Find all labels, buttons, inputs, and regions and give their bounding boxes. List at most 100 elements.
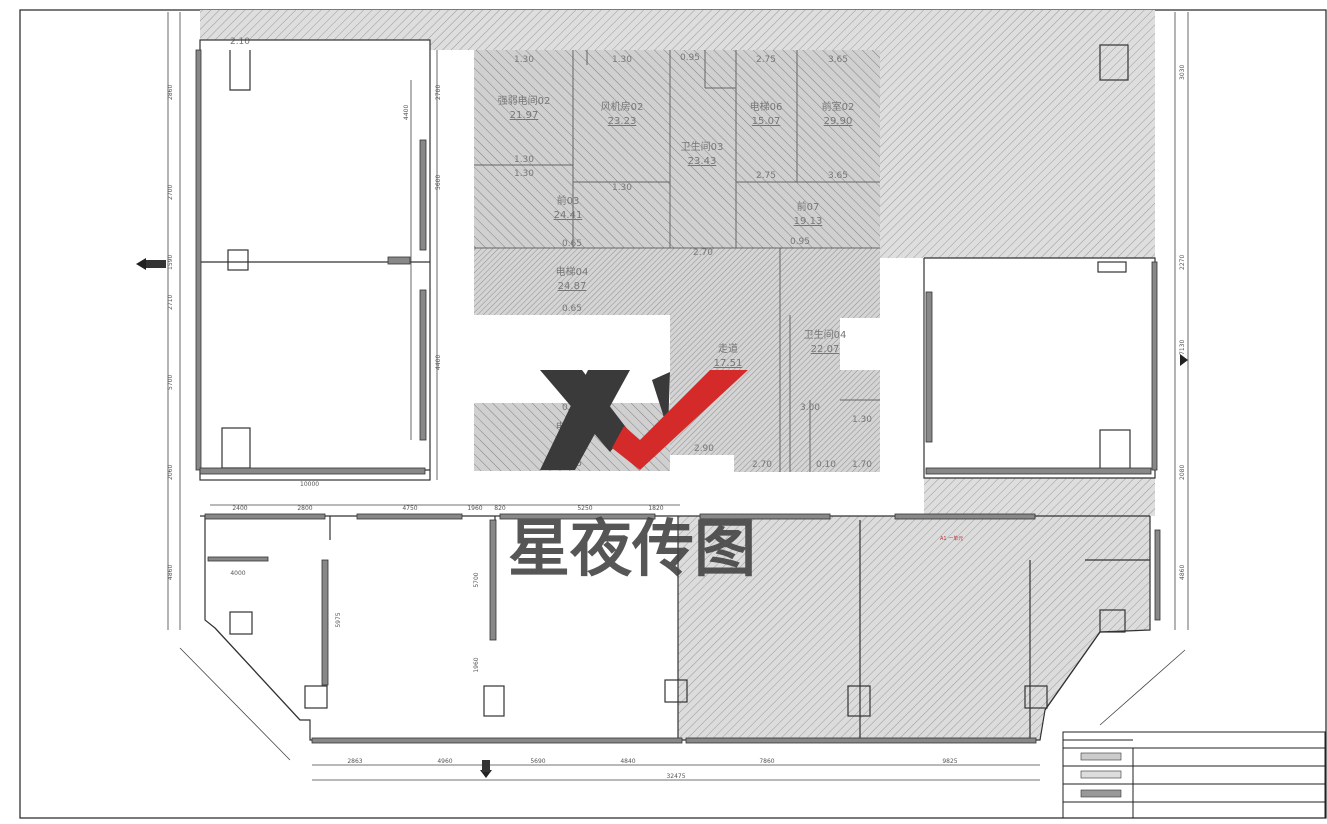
dim-label: 2800 bbox=[297, 505, 312, 512]
dim-label: 2080 bbox=[1179, 465, 1186, 480]
room-name: 卫生间04 bbox=[804, 328, 847, 341]
dim-label: 1820 bbox=[648, 505, 663, 512]
core-block bbox=[474, 50, 880, 472]
dim-label: 2400 bbox=[232, 505, 247, 512]
dim-label: 5700 bbox=[167, 375, 174, 390]
dim-label: 4960 bbox=[437, 758, 452, 765]
room-name: 卫生间03 bbox=[681, 140, 724, 153]
dim-label: 5690 bbox=[530, 758, 545, 765]
room-area: 24.41 bbox=[554, 210, 583, 221]
room-area: 22.07 bbox=[811, 344, 840, 355]
dim-label: 2060 bbox=[167, 465, 174, 480]
annotation-label: A1 一单元 bbox=[940, 535, 963, 542]
room-name: 电梯04 bbox=[556, 265, 589, 278]
room-dim: 1.30 bbox=[612, 55, 632, 65]
lower-right-hatch bbox=[678, 516, 1150, 740]
dim-label: 5975 bbox=[335, 612, 342, 627]
misc-label: 2.70 bbox=[693, 248, 713, 258]
right-dim-lines bbox=[1174, 12, 1189, 630]
dim-label: 7860 bbox=[759, 758, 774, 765]
left-dim-labels: 2860 2700 1590 2710 5700 2060 4860 2700 … bbox=[167, 85, 442, 580]
public-zone-hatch bbox=[200, 10, 1155, 516]
room-dim: 1.30 bbox=[612, 183, 632, 193]
room-name: 电梯06 bbox=[750, 100, 783, 113]
room-area: 24.87 bbox=[558, 281, 587, 292]
dim-label: 5600 bbox=[435, 175, 442, 190]
dim-label: 1960 bbox=[467, 505, 482, 512]
dim-label: 3030 bbox=[1179, 65, 1186, 80]
dim-label: 32475 bbox=[666, 773, 685, 780]
dim-label: 4840 bbox=[620, 758, 635, 765]
misc-label: 2.10 bbox=[230, 37, 250, 47]
right-dim-labels: 3030 2270 7130 2080 4860 bbox=[1179, 65, 1186, 580]
room-dim: 2.75 bbox=[756, 171, 776, 181]
room-labels: 强弱电间02 21.97 1.30 1.30 风机房02 23.23 1.30 … bbox=[230, 37, 872, 470]
room-dim: 1.30 bbox=[514, 155, 534, 165]
dim-label: 5250 bbox=[577, 505, 592, 512]
misc-label: 1.30 bbox=[514, 169, 534, 179]
room-area: 19.13 bbox=[794, 216, 823, 227]
room-name: 前室02 bbox=[822, 100, 855, 113]
dim-label: 4860 bbox=[1179, 565, 1186, 580]
dim-label: 4400 bbox=[435, 355, 442, 370]
dim-label: 2700 bbox=[167, 185, 174, 200]
room-dim: 3.65 bbox=[828, 171, 848, 181]
dim-label: 1960 bbox=[473, 657, 480, 672]
misc-label: 1.30 bbox=[852, 415, 872, 425]
misc-label: 0.95 bbox=[790, 237, 810, 247]
room-area: 23.43 bbox=[688, 156, 717, 167]
misc-label: 1.70 bbox=[852, 460, 872, 470]
axis-marker-left bbox=[136, 258, 166, 270]
dim-label: 820 bbox=[494, 505, 506, 512]
dim-label: 4750 bbox=[402, 505, 417, 512]
right-office-windows bbox=[925, 261, 1158, 475]
dim-label: 1590 bbox=[167, 255, 174, 270]
misc-label: 0.10 bbox=[816, 460, 836, 470]
axis-marker-bottom bbox=[480, 760, 492, 778]
room-dim: 1.30 bbox=[514, 55, 534, 65]
dim-label: 2270 bbox=[1179, 255, 1186, 270]
lower-wall-segments bbox=[204, 513, 1161, 744]
room-dim: 0.65 bbox=[562, 304, 582, 314]
misc-label: 2.90 bbox=[694, 444, 714, 454]
room-name: 前03 bbox=[557, 194, 580, 207]
room-dim: 0.95 bbox=[680, 53, 700, 63]
watermark-text: 星夜传图 bbox=[508, 512, 756, 585]
room-name: 风机房02 bbox=[601, 100, 644, 113]
room-dim: 3.65 bbox=[828, 55, 848, 65]
room-name: 强弱电间02 bbox=[498, 94, 551, 107]
dim-label: 2710 bbox=[167, 295, 174, 310]
room-dim: 0.65 bbox=[562, 239, 582, 249]
corridor-name: 走道 bbox=[718, 342, 738, 355]
room-name: 前07 bbox=[797, 200, 820, 213]
misc-label: 2.70 bbox=[752, 460, 772, 470]
corridor-area: 17.51 bbox=[714, 358, 743, 369]
room-area: 23.23 bbox=[608, 116, 637, 127]
dim-label: 4000 bbox=[230, 570, 245, 577]
watermark-logo-icon bbox=[540, 370, 748, 470]
title-block bbox=[1062, 731, 1326, 819]
dim-label: 10000 bbox=[300, 481, 319, 488]
lower-dim-lines bbox=[179, 504, 1186, 781]
dim-label: 2863 bbox=[347, 758, 362, 765]
dim-label: 4400 bbox=[403, 105, 410, 120]
left-dim-lines bbox=[167, 12, 438, 630]
title-block-swatches bbox=[1080, 752, 1122, 798]
lower-dim-labels: 2863 4960 5690 4840 7860 9825 32475 2400… bbox=[230, 505, 957, 780]
dim-label: 4860 bbox=[167, 565, 174, 580]
dim-label: 9825 bbox=[942, 758, 957, 765]
dim-label: 5700 bbox=[473, 572, 480, 587]
room-dim: 2.75 bbox=[756, 55, 776, 65]
dim-label: 2700 bbox=[435, 85, 442, 100]
upper-left-windows bbox=[195, 49, 427, 475]
dim-label: 7130 bbox=[1179, 340, 1186, 355]
room-area: 29.90 bbox=[824, 116, 853, 127]
dim-label: 2860 bbox=[167, 85, 174, 100]
room-area: 15.07 bbox=[752, 116, 781, 127]
misc-label: 3.00 bbox=[800, 403, 820, 413]
axis-marker-right bbox=[1180, 354, 1188, 366]
room-area: 21.97 bbox=[510, 110, 539, 121]
